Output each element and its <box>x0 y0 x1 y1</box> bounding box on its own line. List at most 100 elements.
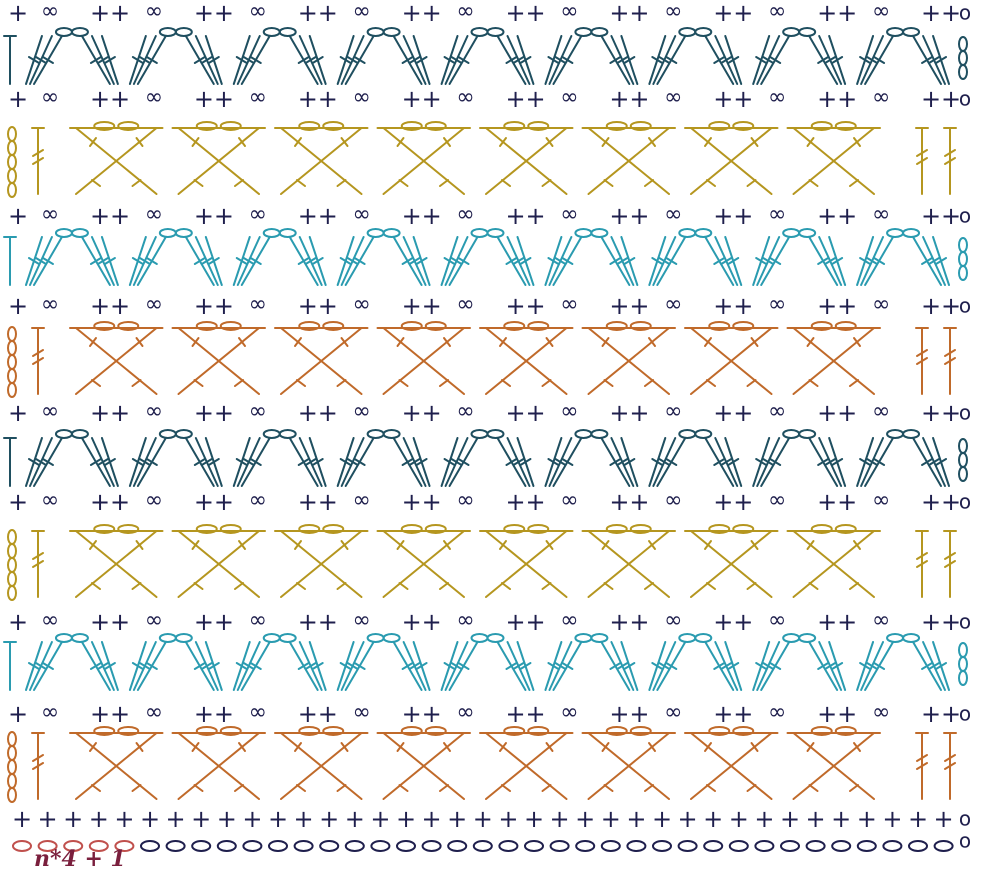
chain-stitch <box>7 140 17 156</box>
chain-stitch <box>70 633 89 643</box>
chain-stitch <box>732 121 755 131</box>
yarn-over-tick <box>727 662 740 670</box>
single-crochet-symbol: + <box>806 805 826 833</box>
single-crochet-symbol: + <box>941 292 961 320</box>
chain-stitch <box>262 27 281 37</box>
yarn-over-tick <box>499 540 507 550</box>
single-crochet-symbol: + <box>526 85 546 113</box>
single-crochet-symbol: + <box>817 700 837 728</box>
chain-stitch <box>503 726 526 736</box>
yarn-over-tick <box>545 137 554 147</box>
yarn-over-tick <box>928 662 941 670</box>
chain-stitch <box>322 726 345 736</box>
yarn-over-tick <box>944 762 956 770</box>
yarn-over-tick <box>755 662 768 670</box>
yarn-over-tick <box>831 458 844 466</box>
chain-stitch <box>262 429 281 439</box>
yarn-over-tick <box>644 179 654 187</box>
yarn-over-tick <box>443 540 451 550</box>
chain-stitch <box>574 633 593 643</box>
yarn-over-tick <box>916 157 928 165</box>
yarn-over-tick <box>944 560 956 568</box>
yarn-over-tick <box>311 662 324 670</box>
single-crochet-symbol: + <box>524 805 544 833</box>
yarn-over-tick <box>541 379 552 387</box>
chain-stitch <box>958 670 968 686</box>
chain-stitch <box>754 840 775 852</box>
yarn-over-tick <box>873 458 886 466</box>
chain-stitch <box>93 524 116 534</box>
single-crochet-symbol: + <box>921 202 941 230</box>
single-crochet-symbol: + <box>194 85 214 113</box>
yarn-over-tick <box>746 379 757 387</box>
yarn-over-tick <box>866 56 879 64</box>
yarn-over-tick <box>200 662 213 670</box>
chain-pair-symbol: ∞ <box>353 608 371 633</box>
yarn-over-tick <box>545 337 554 347</box>
chain-pair-symbol: ∞ <box>664 488 682 513</box>
yarn-over-tick <box>519 56 532 64</box>
yarn-over-tick <box>944 552 956 560</box>
chain-stitch <box>174 429 193 439</box>
yarn-over-tick <box>32 754 44 762</box>
chain-stitch <box>574 429 593 439</box>
yarn-over-tick <box>651 56 664 64</box>
single-crochet-symbol: + <box>817 85 837 113</box>
chain-stitch <box>590 27 609 37</box>
chain-pair-symbol: ∞ <box>768 292 786 317</box>
yarn-over-tick <box>603 784 614 792</box>
chain-stitch <box>195 121 218 131</box>
single-crochet-symbol: + <box>268 805 288 833</box>
chain-stitch <box>605 524 628 534</box>
single-crochet-symbol: + <box>318 202 338 230</box>
chain-pair-symbol: ∞ <box>353 700 371 725</box>
single-crochet-symbol: + <box>733 0 753 27</box>
single-crochet-symbol: + <box>90 700 110 728</box>
yarn-over-tick <box>443 337 451 347</box>
single-crochet-symbol: + <box>194 0 214 27</box>
yarn-over-tick <box>601 742 610 752</box>
single-crochet-symbol: + <box>214 292 234 320</box>
chain-stitch <box>708 524 731 534</box>
chain-stitch <box>856 840 877 852</box>
single-crochet-symbol: + <box>8 292 28 320</box>
yarn-over-tick <box>339 458 352 466</box>
yarn-over-tick <box>193 784 204 792</box>
chain-stitch <box>219 121 242 131</box>
chain-pair-symbol: ∞ <box>145 85 163 110</box>
yarn-over-tick <box>545 540 554 550</box>
single-crochet-symbol: + <box>941 399 961 427</box>
yarn-over-tick <box>340 742 349 752</box>
single-crochet-symbol: + <box>298 292 318 320</box>
single-crochet-symbol: + <box>8 700 28 728</box>
yarn-over-tick <box>545 742 554 752</box>
yarn-over-tick <box>519 662 532 670</box>
yarn-over-tick <box>704 337 712 347</box>
yarn-over-tick <box>304 56 317 64</box>
yarn-over-tick <box>32 552 44 560</box>
yarn-over-tick <box>750 742 759 752</box>
single-crochet-symbol: + <box>629 488 649 516</box>
chain-stitch <box>886 228 905 238</box>
crossed-treble-stitch <box>280 530 363 598</box>
yarn-over-tick <box>505 56 518 64</box>
cross-row <box>7 726 957 803</box>
chain-stitch <box>498 840 519 852</box>
yarn-over-tick <box>103 662 116 670</box>
yarn-over-tick <box>457 662 470 670</box>
yarn-over-tick <box>648 742 656 752</box>
single-crochet-symbol: + <box>754 805 774 833</box>
chain-pair-symbol: ∞ <box>664 85 682 110</box>
single-crochet-symbol: + <box>422 292 442 320</box>
yarn-over-tick <box>762 257 775 265</box>
chain-stitch <box>678 429 697 439</box>
yarn-over-tick <box>808 784 819 792</box>
yarn-over-tick <box>131 257 144 265</box>
chain-stitch <box>278 27 297 37</box>
chain-stitch <box>549 840 570 852</box>
yarn-over-tick <box>415 662 428 670</box>
single-crochet-symbol: + <box>609 202 629 230</box>
chain-stitch <box>527 121 550 131</box>
yarn-over-tick <box>249 458 262 466</box>
single-crochet-symbol: + <box>837 202 857 230</box>
